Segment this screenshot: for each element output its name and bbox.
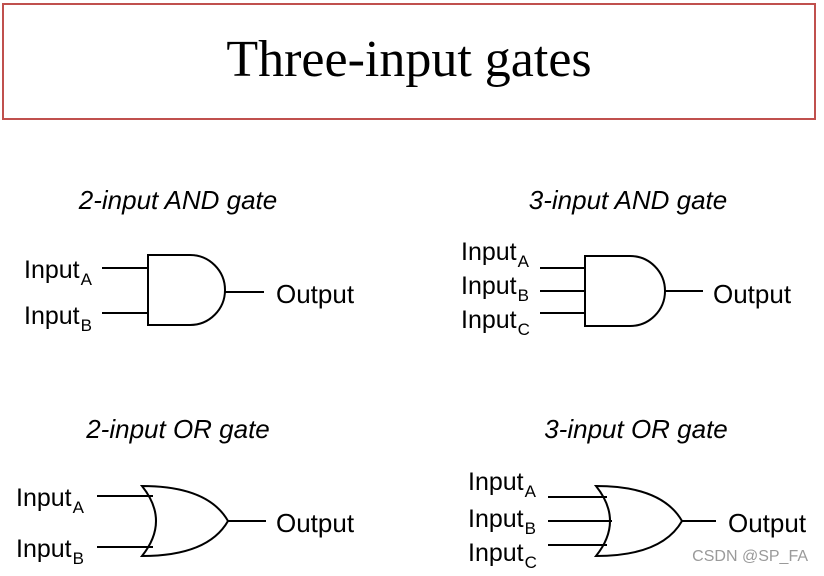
- page-title: Three-input gates: [226, 30, 592, 88]
- caption-or3: 3-input OR gate: [544, 414, 728, 444]
- caption-and3: 3-input AND gate: [528, 185, 728, 215]
- or2-input-a-label: InputA: [16, 484, 84, 517]
- watermark: CSDN @SP_FA: [692, 548, 808, 565]
- or3-gate-symbol: [548, 484, 716, 558]
- and2-input-b-label: InputB: [24, 302, 92, 335]
- caption-or2: 2-input OR gate: [86, 414, 270, 444]
- or2-input-b-label: InputB: [16, 535, 84, 568]
- and3-input-a-label: InputA: [461, 238, 529, 271]
- and2-input-a-label: InputA: [24, 256, 92, 289]
- or3-input-b-label: InputB: [468, 505, 536, 538]
- title-box: Three-input gates: [2, 3, 816, 120]
- or2-gate-symbol: [97, 484, 266, 558]
- and3-gate-symbol: [540, 255, 703, 327]
- caption-and2: 2-input AND gate: [78, 185, 278, 215]
- or3-input-c-label: InputC: [468, 539, 537, 572]
- or3-output-label: Output: [728, 508, 807, 538]
- and3-input-b-label: InputB: [461, 272, 529, 305]
- and2-gate-symbol: [102, 254, 264, 326]
- and2-output-label: Output: [276, 279, 355, 309]
- and3-input-c-label: InputC: [461, 306, 530, 339]
- and3-output-label: Output: [713, 279, 792, 309]
- or2-output-label: Output: [276, 508, 355, 538]
- or3-input-a-label: InputA: [468, 468, 536, 501]
